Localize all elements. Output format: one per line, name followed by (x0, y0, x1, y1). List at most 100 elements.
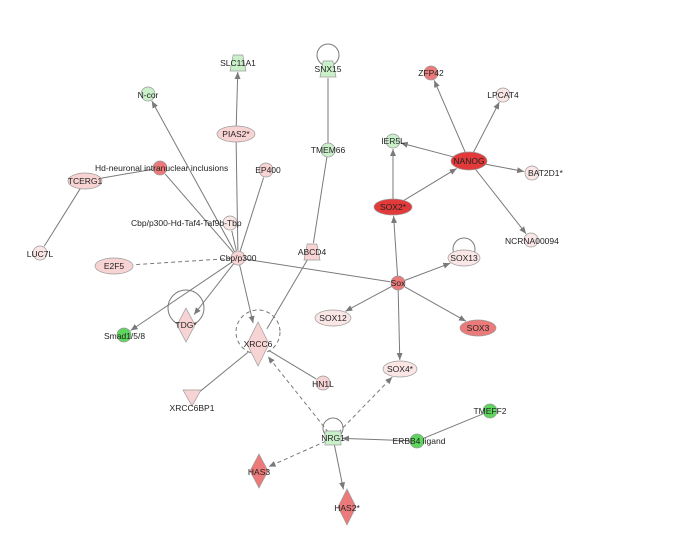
node-tmeff2[interactable]: TMEFF2 (473, 403, 507, 419)
edge-nanog-ncrna (475, 169, 527, 235)
edge-sox2-nanog (403, 168, 457, 201)
node-sox[interactable]: Sox (390, 275, 406, 291)
edge-cbp-ncor (151, 100, 236, 253)
node-shape-sox12 (314, 309, 352, 327)
node-shape-lpcat4 (495, 87, 511, 103)
node-cbp[interactable]: Cbp/p300 (220, 250, 257, 266)
node-shape-e2f5 (94, 257, 134, 275)
node-label-has3: HAS3 (248, 467, 270, 477)
edge-tmem66-abcd4 (312, 156, 328, 244)
node-label-cbp: Cbp/p300 (220, 253, 257, 263)
edge-nrg1-sox4 (337, 376, 393, 434)
edge-cbp-tdg (193, 263, 235, 315)
node-slc11a1[interactable]: SLC11A1 (220, 54, 256, 72)
node-sox3[interactable]: SOX3 (459, 319, 497, 337)
node-smad[interactable]: Smad1/5/8 (104, 327, 145, 343)
node-label-e2f5: E2F5 (104, 261, 125, 271)
node-label-sox: Sox (391, 278, 406, 288)
node-hn1l[interactable]: HN1L (312, 375, 334, 391)
node-shape-sox2 (373, 198, 413, 216)
edge-cbp-ep400 (239, 177, 265, 252)
node-nanog[interactable]: NANOG (450, 151, 488, 171)
edge-tcerg1-luc7l (43, 188, 81, 247)
node-label-tmeff2: TMEFF2 (473, 406, 506, 416)
node-ier5l[interactable]: IER5L (381, 133, 405, 149)
node-shape-sox13 (447, 249, 481, 267)
self-loop-xrcc6 (235, 309, 281, 355)
edge-nanog-bat2d1 (485, 163, 525, 174)
node-label-tmem66: TMEM66 (311, 145, 346, 155)
node-sox2[interactable]: SOX2* (373, 198, 413, 216)
node-tcerg1[interactable]: TCERG1 (67, 172, 103, 190)
node-tmem66[interactable]: TMEM66 (311, 142, 346, 158)
node-pias2[interactable]: PIAS2* (216, 125, 256, 143)
node-label-nrg1: NRG1 (321, 433, 345, 443)
node-shape-bat2d1 (524, 165, 540, 181)
node-label-sox13: SOX13 (450, 253, 478, 263)
node-snx15[interactable]: SNX15 (315, 60, 342, 78)
edge-nrg1-has3 (268, 440, 327, 468)
node-sox12[interactable]: SOX12 (314, 309, 352, 327)
edge-sox-sox12 (345, 285, 393, 312)
edge-pias2-slc11a1 (234, 71, 241, 127)
edge-nrg1-has2 (333, 444, 345, 490)
node-label-sox4: SOX4* (387, 364, 414, 374)
node-shape-smad (116, 327, 132, 343)
node-e2f5[interactable]: E2F5 (94, 257, 134, 275)
node-label-ncrna: NCRNA00094 (505, 236, 559, 246)
node-sox13[interactable]: SOX13 (447, 249, 481, 267)
node-shape-has2 (337, 488, 357, 526)
node-label-has2: HAS2* (334, 503, 360, 513)
node-has2[interactable]: HAS2* (334, 488, 360, 526)
node-label-hd: Hd-neuronal intranuclear inclusions (95, 163, 228, 173)
node-hd[interactable]: Hd-neuronal intranuclear inclusions (95, 160, 228, 176)
node-tdg[interactable]: TDG* (175, 307, 197, 343)
node-shape-abcd4 (303, 243, 321, 261)
node-label-bat2d1: BAT2D1* (528, 168, 563, 178)
node-label-ier5l: IER5L (381, 136, 405, 146)
edge-xrcc6-hn1l (268, 349, 317, 380)
node-label-hn1l: HN1L (312, 379, 334, 389)
node-shape-erbb4 (409, 433, 425, 449)
node-label-lpcat4: LPCAT4 (487, 90, 519, 100)
node-label-slc11a1: SLC11A1 (220, 58, 256, 68)
node-sox4[interactable]: SOX4* (382, 360, 418, 378)
edge-abcd4-xrcc6 (266, 258, 309, 330)
node-ncor[interactable]: N-cor (138, 86, 159, 102)
node-label-sox12: SOX12 (319, 313, 347, 323)
node-abcd4[interactable]: ABCD4 (298, 243, 327, 261)
node-shape-ep400 (258, 162, 274, 178)
node-label-snx15: SNX15 (315, 64, 342, 74)
node-shape-tcerg1 (67, 172, 103, 190)
node-bat2d1[interactable]: BAT2D1* (524, 165, 563, 181)
node-shape-nrg1 (324, 430, 342, 446)
node-label-pias2: PIAS2* (222, 129, 250, 139)
node-label-xrcc6bp1: XRCC6BP1 (170, 403, 215, 413)
node-shape-zfp42 (423, 65, 439, 81)
node-lpcat4[interactable]: LPCAT4 (487, 87, 519, 103)
node-erbb4[interactable]: ERBB4 ligand (393, 433, 446, 449)
edge-cbp-xrcc6 (239, 264, 255, 324)
node-xrcc6[interactable]: XRCC6 (244, 321, 273, 367)
node-ep400[interactable]: EP400 (255, 162, 281, 178)
node-ncrna[interactable]: NCRNA00094 (505, 232, 559, 248)
edge-erbb4-tmeff2 (423, 413, 483, 439)
node-shape-has3 (249, 453, 269, 489)
edge-layer (43, 71, 527, 490)
node-has3[interactable]: HAS3 (248, 453, 270, 489)
node-shape-hn1l (315, 375, 331, 391)
edge-xrcc6-xrcc6bp1 (199, 351, 249, 393)
node-label-ncor: N-cor (138, 90, 159, 100)
node-label-cbp_complex: Cbp/p300-Hd-Taf4-Taf9b-Tbp (131, 218, 242, 228)
node-nrg1[interactable]: NRG1 (321, 430, 345, 446)
edge-cbp-smad (130, 261, 233, 331)
edge-cbp-hd (164, 173, 234, 254)
node-xrcc6bp1[interactable]: XRCC6BP1 (170, 389, 215, 413)
edge-nanog-zfp42 (433, 80, 466, 153)
node-zfp42[interactable]: ZFP42 (418, 65, 444, 81)
node-label-luc7l: LUC7L (27, 249, 54, 259)
node-luc7l[interactable]: LUC7L (27, 245, 54, 261)
node-cbp_complex[interactable]: Cbp/p300-Hd-Taf4-Taf9b-Tbp (131, 215, 242, 231)
node-label-nanog: NANOG (453, 156, 484, 166)
